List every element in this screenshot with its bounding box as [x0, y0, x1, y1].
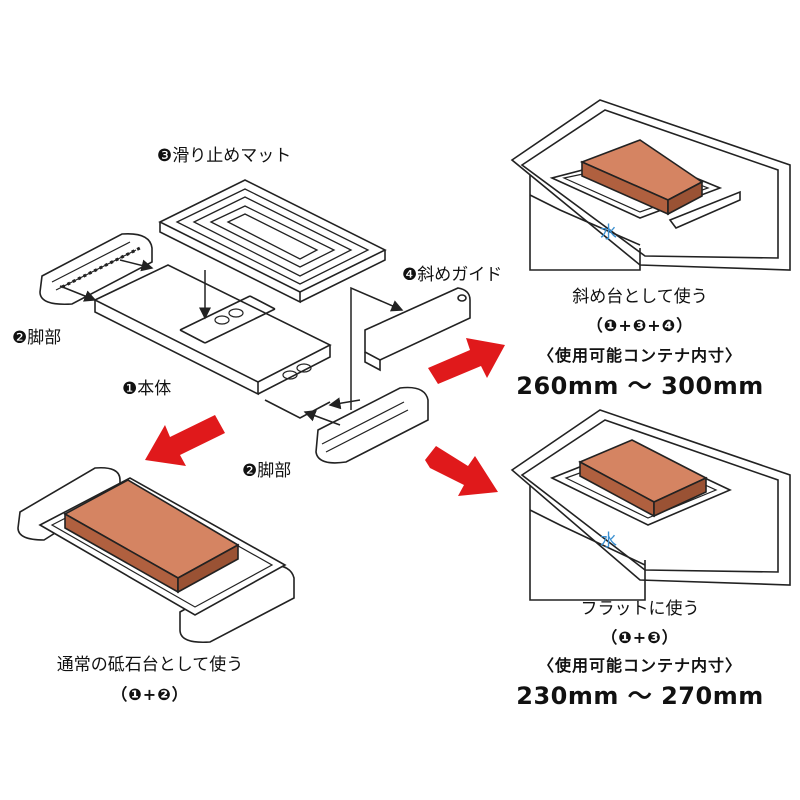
slant-guide — [364, 287, 471, 372]
slant-usage-illustration — [510, 99, 791, 271]
normal-usage-illustration — [17, 466, 295, 644]
red-arrow-flat — [425, 446, 498, 496]
flat-usage-title: フラットに使う — [580, 599, 700, 619]
main-body — [93, 264, 332, 419]
slant-container-range: 260mm ～ 300mm — [516, 372, 764, 400]
slant-usage-combo: （❶+❸+❹） — [586, 316, 694, 335]
red-arrow-slant — [428, 338, 505, 384]
feet-top-label: ❷脚部 — [12, 328, 62, 348]
mat-label: ❸滑り止めマット — [157, 146, 292, 166]
body-label: ❶本体 — [122, 379, 172, 399]
anti-slip-mat — [158, 179, 387, 304]
red-arrow-normal — [145, 415, 225, 466]
feet-bottom-label: ❷脚部 — [242, 461, 292, 481]
assembly-arrows — [59, 259, 404, 426]
water-label-slant: 水 — [600, 223, 617, 243]
feet-bottom — [315, 386, 429, 464]
flat-container-range: 230mm ～ 270mm — [516, 682, 764, 710]
flat-container-label: 〈使用可能コンテナ内寸〉 — [537, 656, 742, 675]
slant-usage-title: 斜め台として使う — [572, 287, 708, 307]
slant-container-label: 〈使用可能コンテナ内寸〉 — [537, 346, 742, 365]
water-label-flat: 水 — [600, 531, 617, 551]
slant-guide-label: ❹斜めガイド — [402, 265, 503, 285]
normal-usage-title: 通常の砥石台として使う — [56, 655, 244, 675]
flat-usage-illustration — [510, 409, 791, 601]
normal-usage-combo: （❶+❷） — [111, 685, 189, 704]
flat-usage-combo: （❶+❸） — [601, 628, 679, 647]
